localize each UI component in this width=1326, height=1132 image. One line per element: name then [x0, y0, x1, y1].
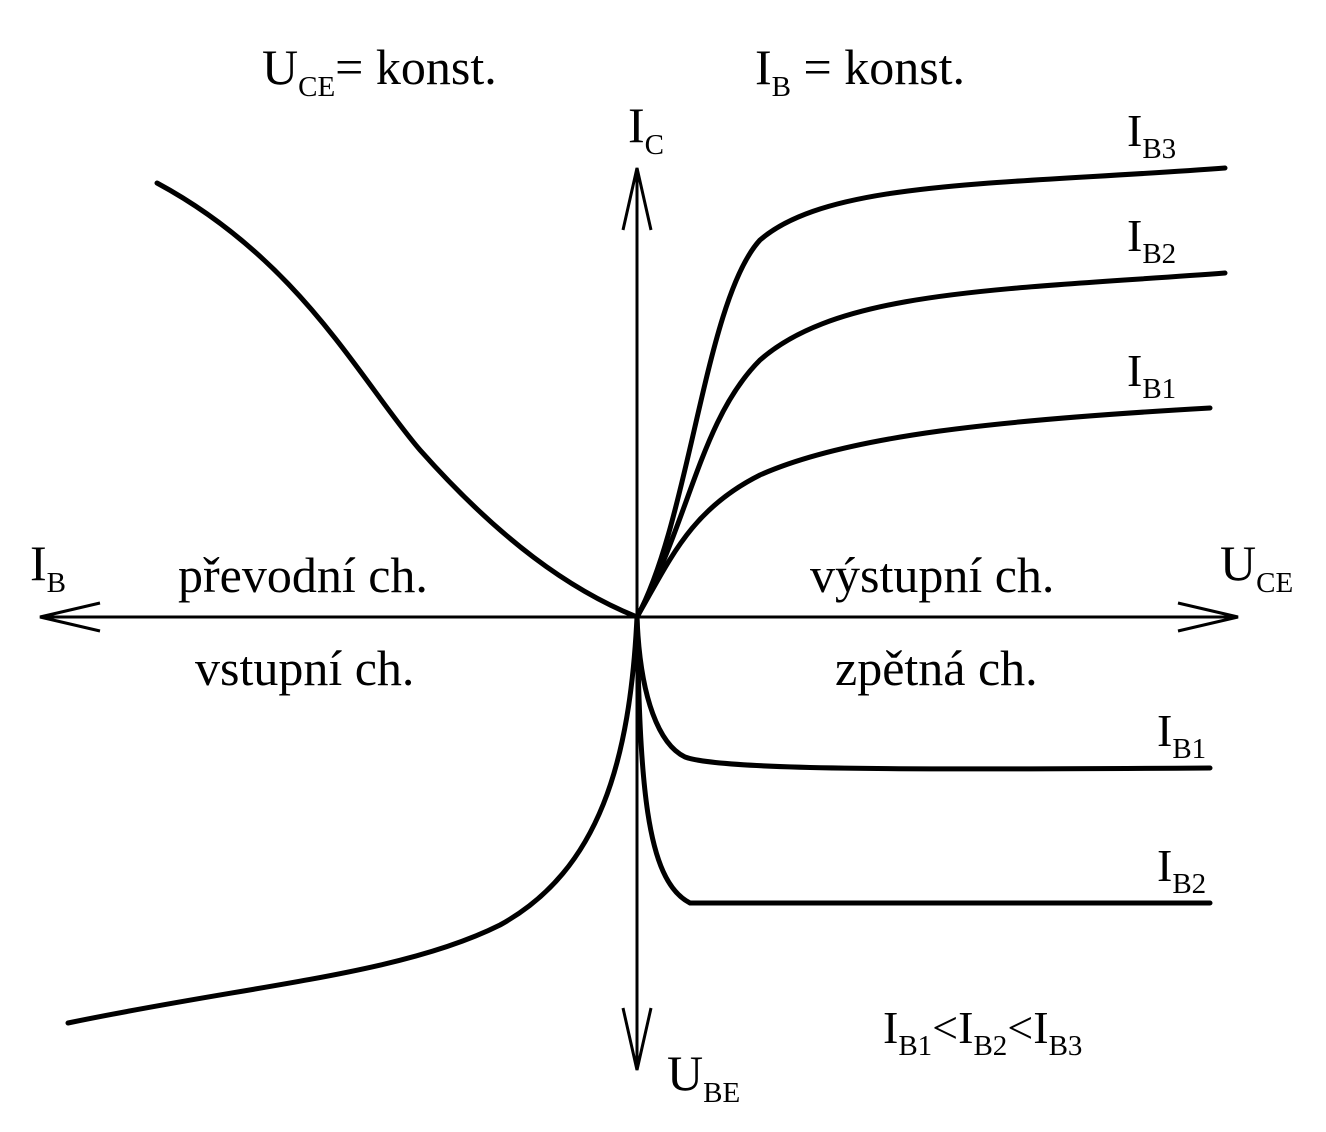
- feedback-curve-ib1: [634, 614, 1213, 772]
- uce-axis-arrowhead: [1177, 601, 1239, 633]
- uce-constant-text: = konst.: [335, 39, 497, 95]
- ic-axis-arrowhead: [621, 167, 653, 231]
- uce-constant-symbol: U: [262, 39, 299, 95]
- curve-label-ib2-feedback: IB2: [1157, 840, 1207, 900]
- ib-constant-subscript: B: [771, 71, 791, 103]
- quadrant-label-input: vstupní ch.: [195, 640, 415, 696]
- quadrant-label-output: výstupní ch.: [810, 547, 1055, 603]
- feedback-curve-ib2: [634, 614, 1213, 906]
- axis-label-ic: IC: [628, 97, 664, 161]
- output-curve-ib1: [634, 405, 1213, 620]
- base-current-ordering: IB1<IB2<IB3: [883, 1002, 1083, 1062]
- input-characteristic-curve: [65, 614, 640, 1026]
- curve-label-ib3-output: IB3: [1127, 105, 1177, 165]
- ib-axis-arrowhead: [39, 601, 101, 633]
- transfer-characteristic-curve: [154, 180, 640, 620]
- uce-constant-label: UCE= konst.: [262, 42, 497, 102]
- axis-label-ube: UBE: [667, 1045, 741, 1109]
- curve-label-ib1-output: IB1: [1127, 345, 1177, 405]
- ib-constant-symbol: I: [755, 39, 772, 95]
- output-curve-ib2: [634, 270, 1228, 620]
- axis-label-ib: IB: [30, 535, 66, 599]
- curve-label-ib2-output: IB2: [1127, 210, 1177, 270]
- quadrant-label-transfer: převodní ch.: [178, 547, 428, 603]
- ube-axis-arrowhead: [621, 1007, 653, 1071]
- curve-label-ib1-feedback: IB1: [1157, 705, 1207, 765]
- output-curve-ib3: [634, 165, 1228, 620]
- uce-constant-subscript: CE: [298, 71, 336, 103]
- ib-constant-label: IB = konst.: [755, 42, 965, 102]
- quadrant-label-feedback: zpětná ch.: [835, 640, 1038, 696]
- ib-constant-text: = konst.: [791, 39, 966, 95]
- axis-label-uce: UCE: [1220, 535, 1294, 599]
